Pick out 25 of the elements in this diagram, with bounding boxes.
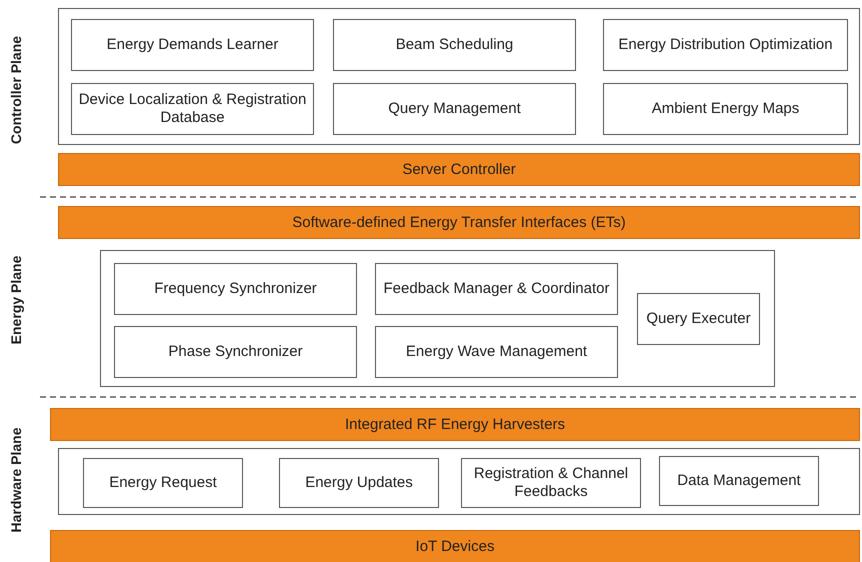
- group-panel: [58, 448, 860, 515]
- module-box: Energy Request: [83, 458, 243, 508]
- module-box: Data Management: [659, 456, 819, 506]
- module-box: Query Management: [333, 83, 576, 135]
- module-box: Device Localization & Registration Database: [71, 83, 314, 135]
- module-box: Ambient Energy Maps: [603, 83, 848, 135]
- layer-bar: IoT Devices: [50, 530, 860, 562]
- module-box: Energy Distribution Optimization: [603, 19, 848, 71]
- module-box: Query Executer: [637, 293, 760, 345]
- module-box: Beam Scheduling: [333, 19, 576, 71]
- module-box: Feedback Manager & Coordinator: [375, 263, 618, 315]
- module-box: Phase Synchronizer: [114, 326, 357, 378]
- plane-label: Controller Plane: [8, 36, 24, 144]
- plane-label: Hardware Plane: [8, 427, 24, 533]
- layer-bar: Integrated RF Energy Harvesters: [50, 408, 860, 441]
- group-panel: [100, 250, 775, 387]
- module-box: Frequency Synchronizer: [114, 263, 357, 315]
- layer-bar: Server Controller: [58, 153, 860, 186]
- layer-bar: Software-defined Energy Transfer Interfaces (ETs): [58, 206, 860, 239]
- module-box: Energy Demands Learner: [71, 19, 314, 71]
- module-box: Energy Wave Management: [375, 326, 618, 378]
- plane-label: Energy Plane: [8, 256, 24, 344]
- module-box: Registration & Channel Feedbacks: [461, 458, 641, 508]
- group-panel: [58, 8, 860, 145]
- module-box: Energy Updates: [279, 458, 439, 508]
